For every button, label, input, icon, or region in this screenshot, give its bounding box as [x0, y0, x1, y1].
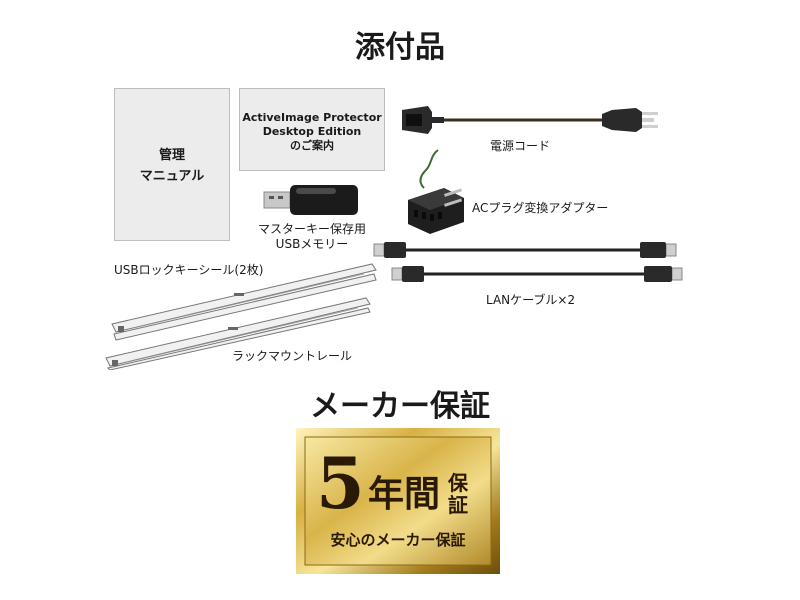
ac-adapter-icon: [408, 149, 464, 234]
guide-label-line2: Desktop Edition: [262, 125, 362, 138]
usb-key-label: マスターキー保存用 USBメモリー: [248, 222, 376, 252]
lan-cable-icon: [373, 242, 683, 282]
rack-rail-icon: [105, 263, 377, 370]
manual-card: 管理 マニュアル: [114, 88, 230, 241]
guide-label-line1: ActiveImage Protector: [242, 111, 382, 124]
power-cord-label: 電源コード: [490, 139, 551, 153]
manual-label-line2: マニュアル: [139, 169, 205, 184]
usb-key-label-line1: マスターキー保存用: [257, 222, 366, 236]
badge-tag-line1: 保: [448, 471, 468, 495]
ac-adapter-label: ACプラグ変換アダプター: [472, 201, 609, 215]
badge-subtitle: 安心のメーカー保証: [330, 531, 466, 549]
usb-seal-label: USBロックキーシール(2枚): [114, 263, 264, 277]
badge-tag-line2: 証: [448, 493, 468, 517]
gold-plate-shape: [296, 428, 500, 574]
badge-number: 5: [316, 442, 365, 525]
guide-label-line3: のご案内: [290, 139, 334, 152]
warranty-badge: 5 年間 保 証 安心のメーカー保証: [296, 428, 500, 574]
usb-stick-icon: [263, 185, 358, 215]
lan-cable-label: LANケーブル×2: [486, 293, 576, 307]
accessories-title: 添付品: [355, 30, 445, 65]
guide-card: ActiveImage Protector Desktop Edition のご…: [239, 88, 385, 171]
badge-unit: 年間: [368, 473, 441, 515]
usb-key-label-line2: USBメモリー: [275, 237, 349, 251]
badge-tag: 保 証: [448, 472, 468, 516]
warranty-title: メーカー保証: [310, 389, 490, 424]
power-cord-icon: [402, 106, 658, 134]
manual-label-line1: 管理: [158, 148, 185, 163]
rack-rail-label: ラックマウントレール: [232, 349, 353, 363]
